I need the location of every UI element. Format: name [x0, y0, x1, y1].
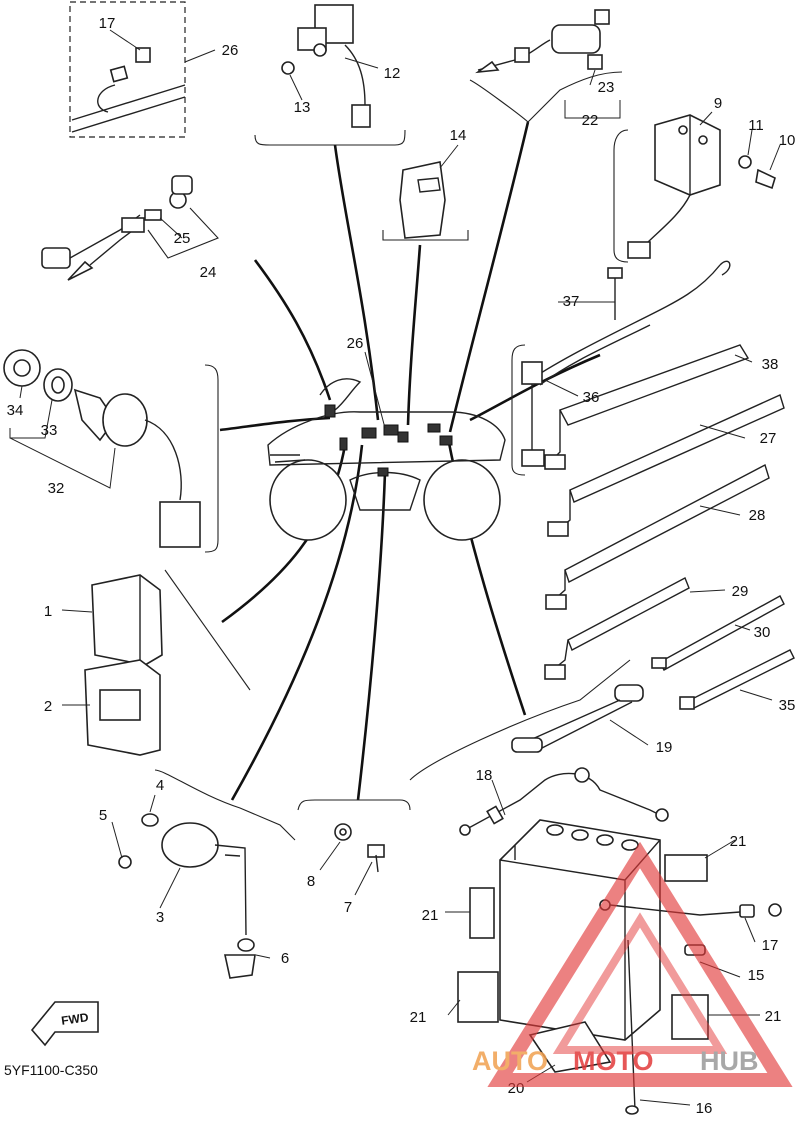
callout-21-bottom-right: 21	[765, 1008, 782, 1025]
part-32-switch-assembly	[3, 349, 219, 553]
callout-38: 38	[762, 356, 779, 373]
callout-21-bottom-left: 21	[410, 1009, 427, 1026]
callout-29: 28	[749, 507, 766, 524]
callout-32: 32	[48, 480, 65, 497]
callout-31: 30	[754, 624, 771, 641]
callout-12: 12	[384, 65, 401, 82]
callout-2: 2	[44, 698, 52, 715]
callout-34: 34	[7, 402, 24, 419]
connection-wires	[219, 121, 601, 801]
callout-22: 22	[582, 112, 599, 129]
watermark-auto: AUTO	[472, 1046, 548, 1076]
callout-15: 15	[748, 967, 765, 984]
callout-9: 9	[714, 95, 722, 112]
part-9-cdi-unit	[613, 114, 776, 263]
part-7-switch	[297, 799, 411, 873]
callout-numbers: 17 26 12 13 14 23 22 9 11 10 25 24 37 26…	[7, 15, 796, 1117]
watermark-hub: HUB	[700, 1046, 759, 1076]
part-1-relay-unit	[84, 569, 251, 756]
part-36-harness	[511, 260, 795, 710]
callout-10: 10	[779, 132, 796, 149]
callout-11: 11	[748, 117, 764, 134]
part-24-lead	[41, 175, 219, 281]
callout-4: 4	[156, 777, 164, 794]
callout-24: 24	[200, 264, 217, 281]
callout-8: 8	[307, 873, 315, 890]
automotohub-watermark: AUTO MOTO HUB	[472, 841, 793, 1087]
watermark-moto: MOTO	[573, 1046, 654, 1076]
callout-26-center: 26	[347, 335, 364, 352]
callout-26-top: 26	[222, 42, 239, 59]
part-14-cover	[382, 161, 469, 241]
callout-5: 5	[99, 807, 107, 824]
callout-30: 29	[732, 583, 749, 600]
callout-27: 17	[99, 15, 116, 32]
callout-7: 7	[344, 899, 352, 916]
forward-direction-arrow	[30, 1001, 99, 1047]
callout-leaders	[9, 29, 781, 1106]
wire-harness-detail-box	[69, 1, 186, 138]
callout-16: 16	[696, 1100, 713, 1117]
part-12-relay	[254, 4, 406, 146]
callout-1: 1	[44, 603, 52, 620]
callout-21-top: 21	[730, 833, 747, 850]
callout-33: 33	[41, 422, 58, 439]
callout-35: 35	[779, 697, 796, 714]
diagram-code: 5YF1100-C350	[4, 1062, 98, 1078]
callout-37: 37	[563, 293, 580, 310]
part-battery-assembly	[457, 767, 782, 1115]
callout-21-left: 21	[422, 907, 439, 924]
atv-silhouette	[267, 378, 506, 541]
callout-23: 23	[598, 79, 615, 96]
callout-3: 3	[156, 909, 164, 926]
callout-17: 17	[762, 937, 779, 954]
callout-13: 13	[294, 99, 311, 116]
callout-25: 25	[174, 230, 191, 247]
callout-19: 19	[656, 739, 673, 756]
callout-6: 6	[281, 950, 289, 967]
part-3-ignition-coil	[118, 769, 296, 979]
callout-14: 14	[450, 127, 467, 144]
callout-18: 18	[476, 767, 493, 784]
part-19-battery-strap	[409, 659, 644, 781]
fwd-label: FWD	[60, 1010, 89, 1028]
callout-28: 27	[760, 430, 777, 447]
part-22-sensor	[469, 9, 623, 123]
callout-36: 36	[583, 389, 600, 406]
